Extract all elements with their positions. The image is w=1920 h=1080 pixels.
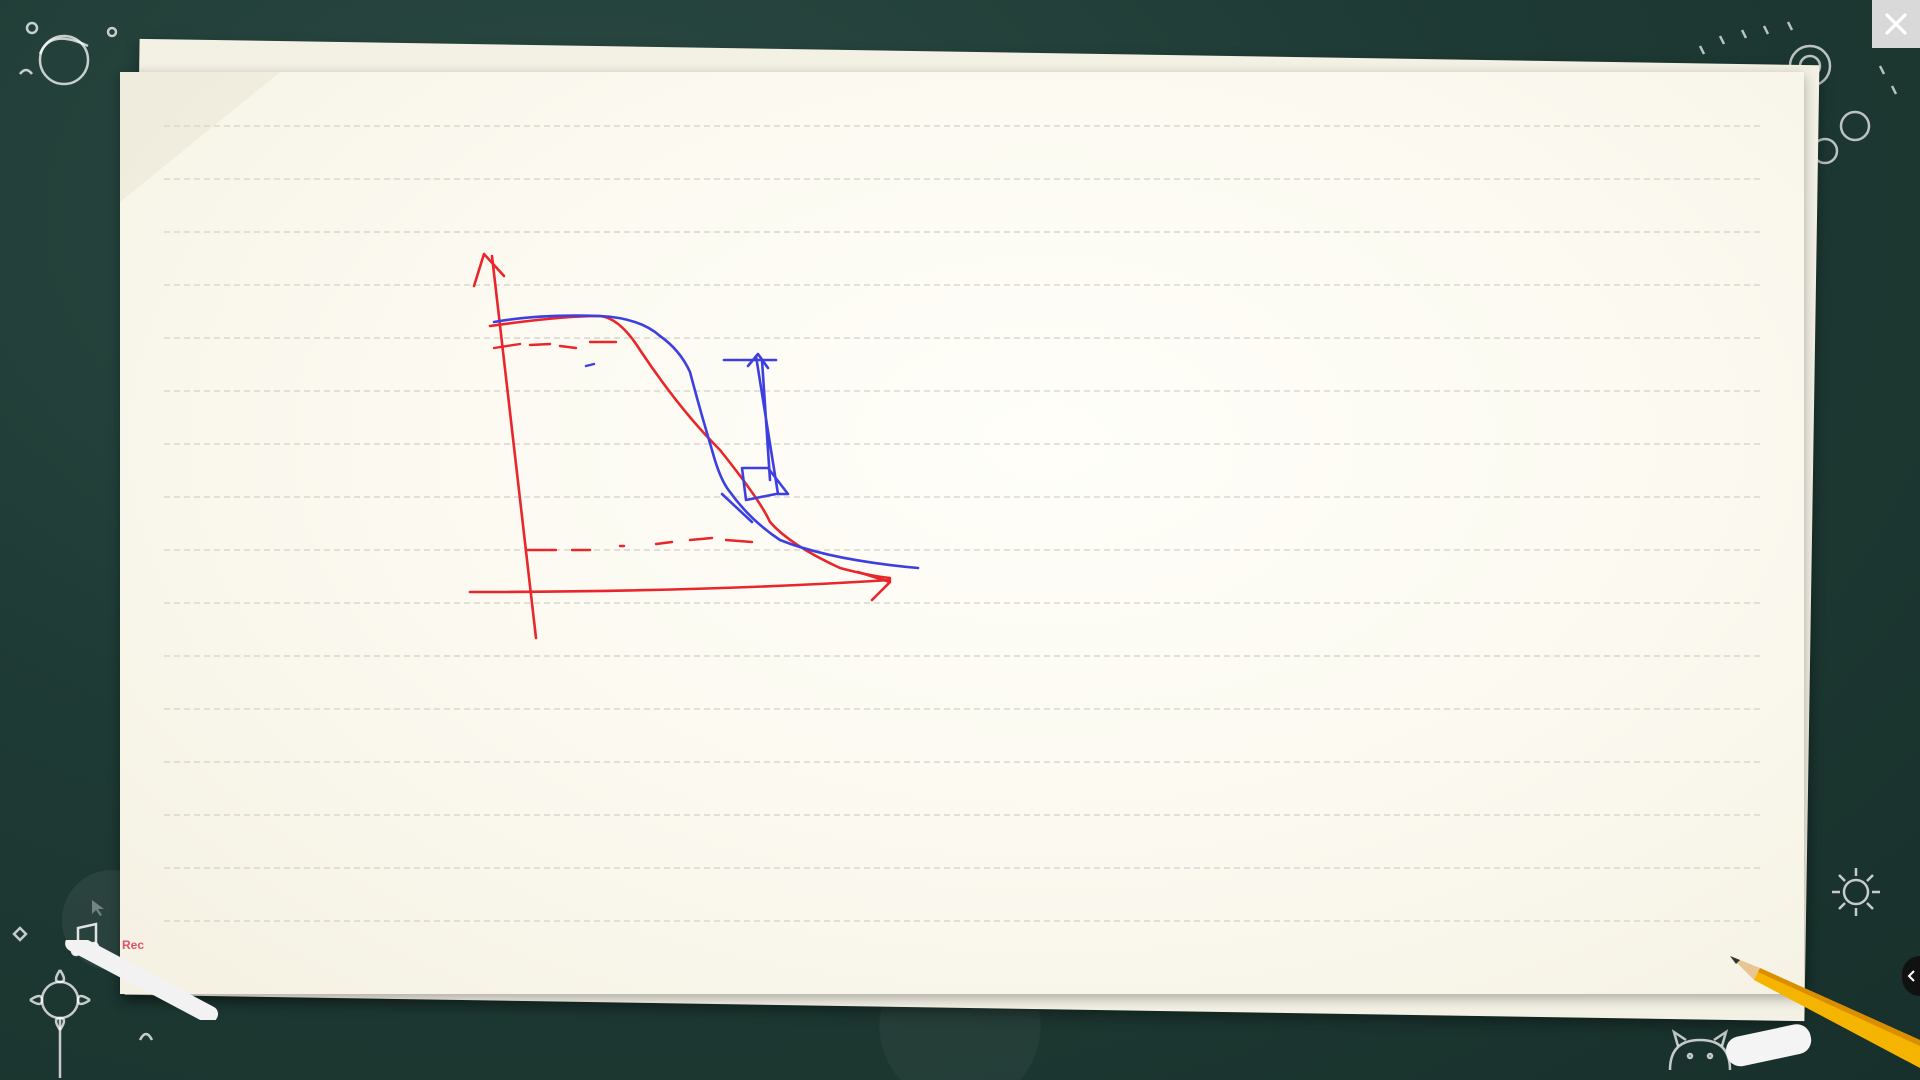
doodle-sunflower-icon [12, 926, 154, 1078]
chalk-stick-icon [65, 940, 219, 1020]
sidebar-toggle-button[interactable] [1902, 956, 1920, 996]
doodle-sun-icon [1832, 868, 1880, 916]
doodle-girl-icon [19, 21, 118, 86]
rec-label[interactable]: Rec [122, 938, 145, 952]
cursor-icon [92, 900, 104, 916]
close-icon [1885, 13, 1907, 35]
pencil-icon [1730, 956, 1920, 1068]
eraser-icon [1726, 1024, 1812, 1067]
notebook-paper[interactable] [120, 72, 1804, 994]
close-button[interactable] [1872, 0, 1920, 48]
paper-fold-corner [120, 72, 280, 202]
chevron-left-icon [1907, 970, 1915, 982]
ruled-lines [164, 125, 1760, 922]
